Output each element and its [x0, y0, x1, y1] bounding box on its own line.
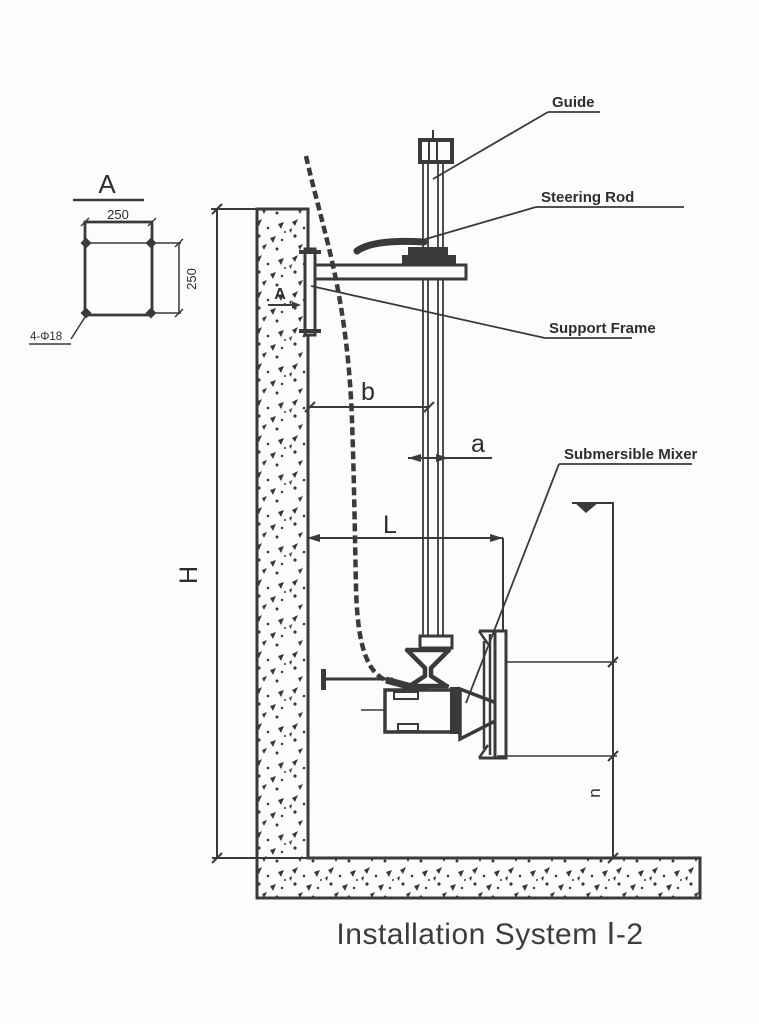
dim-tick [211, 203, 223, 215]
wall-bracket [303, 247, 317, 337]
detail-a-frame-outline [83, 220, 154, 317]
guide-cap [418, 138, 454, 164]
bolt-marker [145, 237, 157, 249]
dim-tick [147, 217, 157, 227]
dim-tick [304, 401, 316, 413]
steering-rod-lever [353, 237, 428, 255]
mixer-reach-label: L [383, 511, 397, 539]
detail-a-width-dim: 250 [107, 207, 129, 222]
flange-plate-lower [402, 255, 456, 264]
concrete-structure [211, 207, 702, 900]
dim-arrow [307, 534, 320, 542]
mixer-flange-band [450, 687, 460, 734]
dim-tick [423, 401, 435, 413]
mixer-detail-top [393, 691, 419, 700]
funnel-hub [404, 647, 452, 689]
support-frame-assembly: A [268, 237, 468, 337]
guide-rail [493, 629, 508, 760]
wall-and-floor [255, 207, 702, 900]
wall-height-label: H [175, 566, 203, 584]
guide-label: Guide [552, 94, 595, 111]
dim-tick [607, 750, 619, 762]
section-arrow-head [292, 301, 301, 309]
detail-a-holes-note: 4-Φ18 [30, 331, 62, 343]
mixer-unit [321, 629, 508, 760]
rod-end-bar [321, 669, 326, 690]
leader-line [310, 285, 546, 339]
detail-a-title: A [98, 169, 116, 199]
inner-dimensions: b a L [304, 378, 504, 631]
section-a-marker: A [274, 286, 286, 303]
leader-line [432, 111, 549, 180]
leader-line [465, 463, 560, 704]
submersible-mixer-label: Submersible Mixer [564, 446, 698, 463]
drawing-title: Installation System Ⅰ-2 [336, 918, 643, 951]
leader-line [70, 313, 88, 340]
funnel-flange [418, 634, 454, 650]
dim-arrow [490, 534, 503, 542]
guide-offset-label: b [361, 378, 375, 406]
dim-tick [80, 217, 90, 227]
bottom-clearance-label: n [585, 788, 604, 797]
dim-tick [211, 852, 223, 864]
lifting-cable [303, 155, 398, 686]
dim-arrow [436, 454, 449, 462]
dim-tick [607, 656, 619, 668]
callouts: Guide Steering Rod Support Frame Submers… [310, 94, 698, 704]
steering-rod-label: Steering Rod [541, 189, 634, 206]
dim-arrow [408, 454, 421, 462]
bolt-marker [145, 307, 157, 319]
detail-a-view: A 250 250 4-Φ18 [29, 169, 199, 345]
bolt-marker [80, 307, 92, 319]
guide-width-label: a [471, 430, 485, 458]
mixer-detail-bottom [397, 723, 419, 732]
h-dimension: H [175, 203, 223, 864]
leader-line [418, 206, 537, 242]
dim-tick [174, 238, 184, 248]
support-frame-label: Support Frame [549, 320, 656, 337]
water-level-icon [574, 502, 599, 513]
right-dimension-chain: n [497, 502, 619, 864]
guide-assembly [404, 130, 454, 689]
dim-tick [607, 852, 619, 864]
rail-foot-diag [477, 630, 490, 645]
flange-plate-upper [408, 247, 448, 255]
bolt-marker [80, 237, 92, 249]
detail-a-height-dim: 250 [184, 268, 199, 290]
propeller-cone [458, 686, 501, 742]
rail-foot-diag [477, 744, 490, 759]
dim-tick [174, 308, 184, 318]
